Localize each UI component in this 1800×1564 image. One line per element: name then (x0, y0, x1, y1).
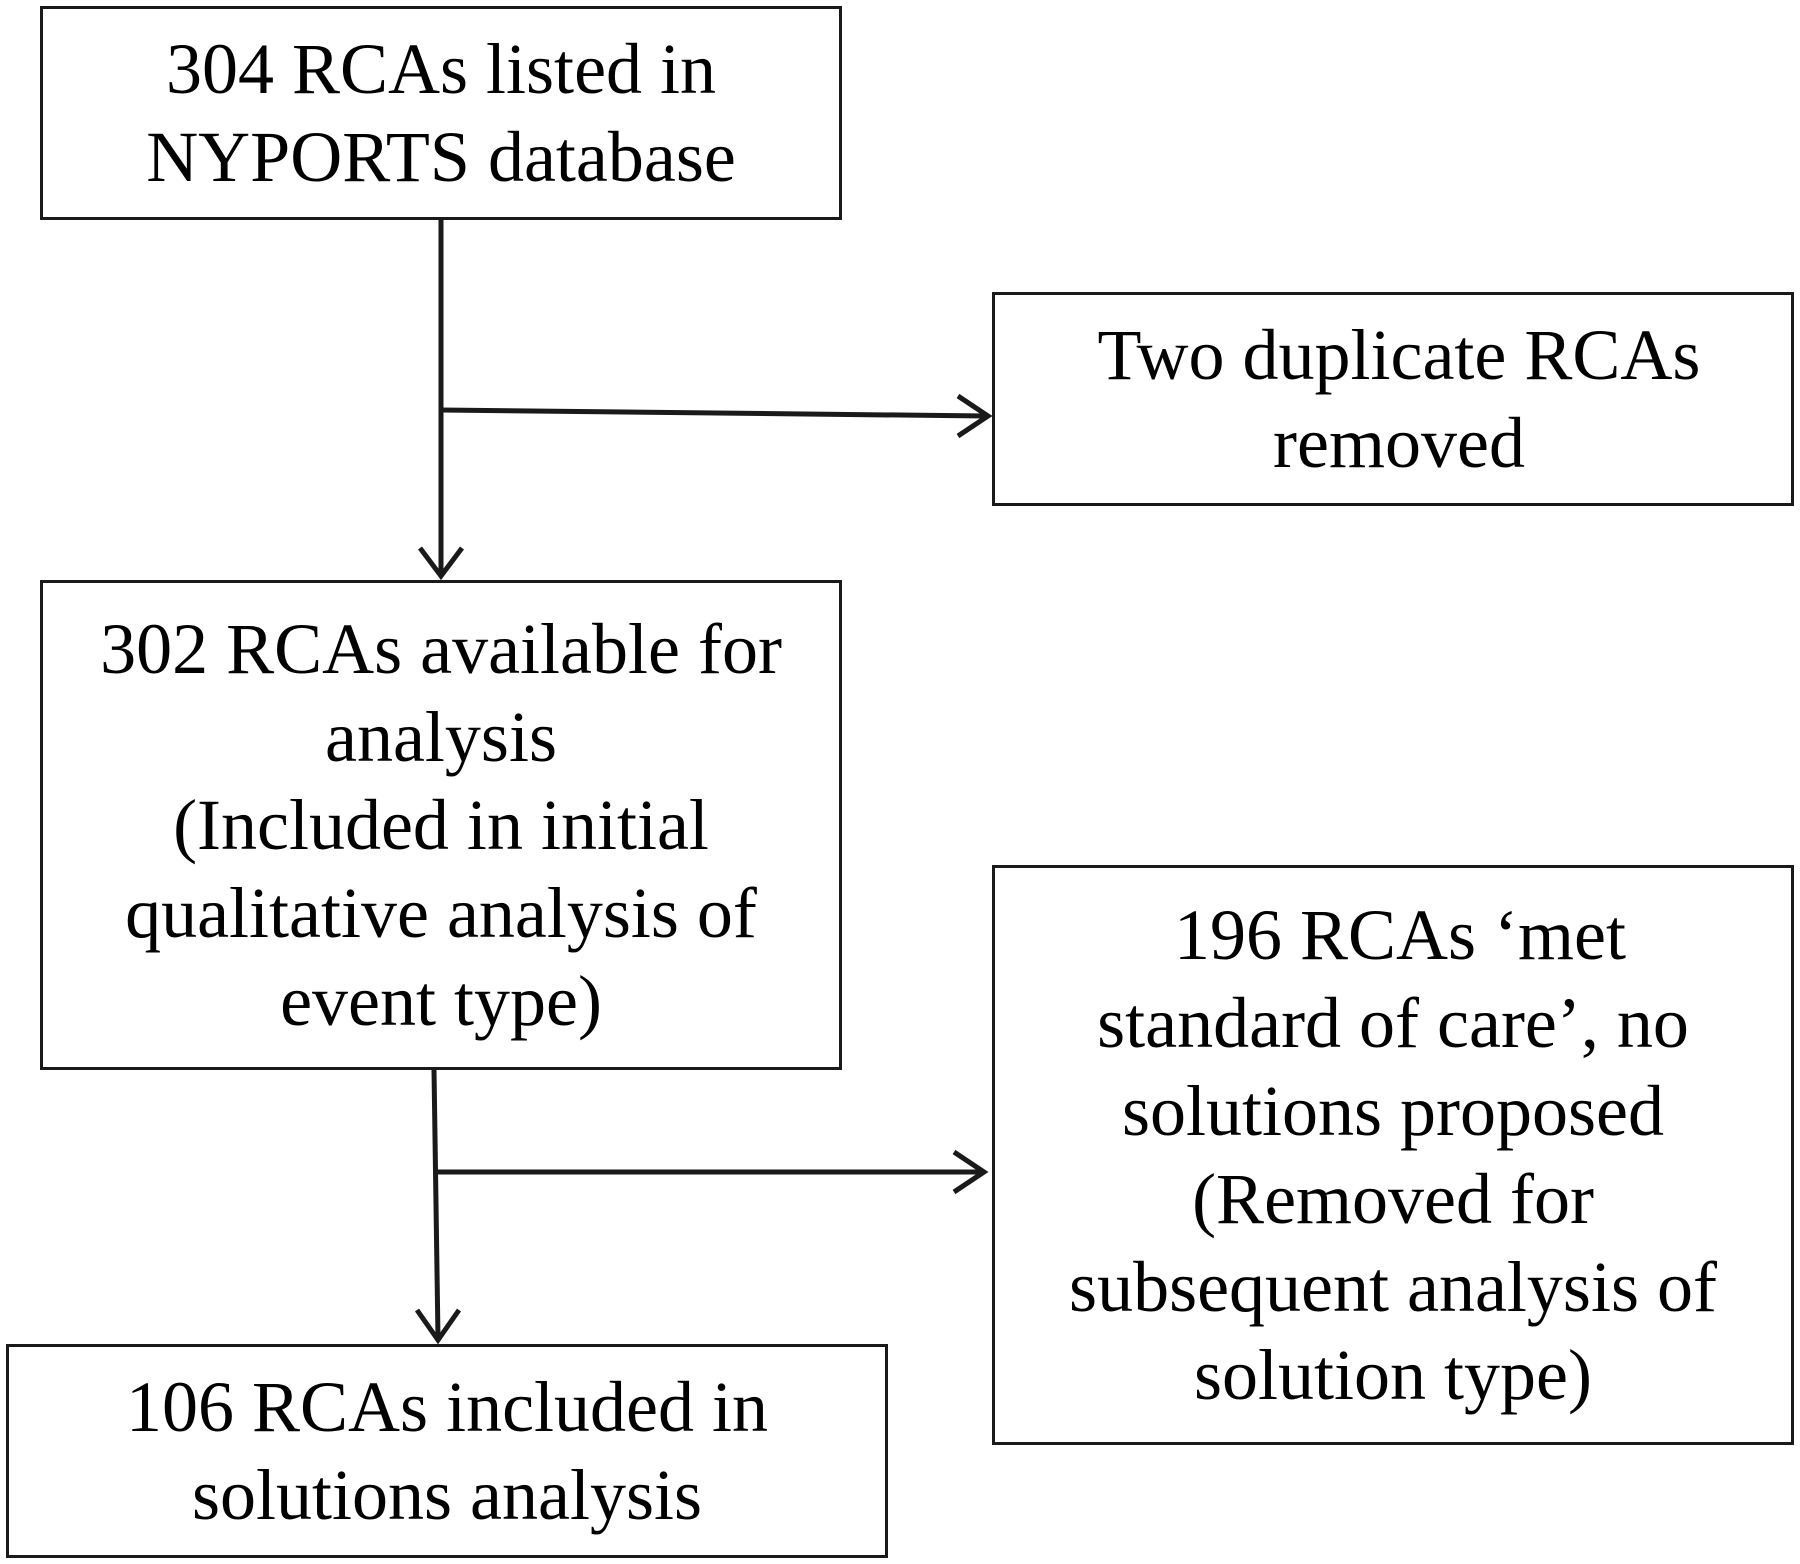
box-text-line: Two duplicate RCAs (1097, 315, 1701, 395)
arrow-to-duplicates-head (956, 393, 993, 439)
arrow-to-duplicates-shaft (440, 407, 987, 419)
arrow-available-to-included-shaft (431, 1069, 441, 1339)
box-text-line: 302 RCAs available for (100, 609, 782, 689)
box-text-line: NYPORTS database (146, 117, 736, 197)
box-text-line: qualitative analysis of (125, 873, 757, 953)
box-text-line: event type) (280, 961, 602, 1041)
box-text-line: 196 RCAs ‘met (1173, 895, 1626, 975)
box-text-line: solutions proposed (1121, 1071, 1664, 1151)
arrow-available-to-included-head (414, 1308, 462, 1345)
box-text-line: subsequent analysis of (1069, 1247, 1717, 1327)
met-standard-of-care-box: 196 RCAs ‘met standard of care’, no solu… (992, 865, 1794, 1445)
box-text-line: (Included in initial (173, 785, 709, 865)
box-text-line: 304 RCAs listed in (165, 29, 717, 109)
included-in-solutions-box: 106 RCAs included in solutions analysis (6, 1344, 888, 1558)
box-text-line: standard of care’, no (1097, 983, 1689, 1063)
available-for-analysis-box: 302 RCAs available for analysis (Include… (40, 580, 842, 1070)
duplicates-removed-box: Two duplicate RCAs removed (992, 292, 1794, 506)
box-text-line: (Removed for (1192, 1159, 1594, 1239)
box-text-line: solution type) (1194, 1335, 1592, 1415)
arrow-total-to-available-head (418, 546, 464, 581)
arrow-to-met-standard-head (952, 1149, 989, 1195)
box-text-line: solutions analysis (191, 1455, 702, 1535)
box-text-line: analysis (325, 697, 557, 777)
total-rcas-box: 304 RCAs listed in NYPORTS database (40, 6, 842, 220)
box-text-line: removed (1273, 403, 1525, 483)
box-text-line: 106 RCAs included in (126, 1367, 768, 1447)
